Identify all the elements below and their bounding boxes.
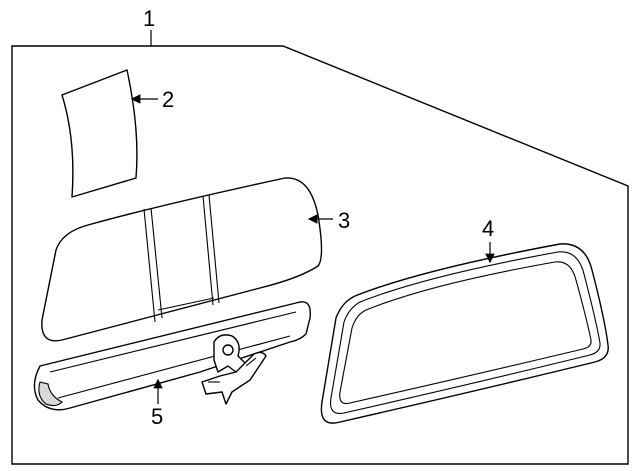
assembly-boundary [11, 45, 629, 465]
callout-3: 3 [338, 208, 350, 233]
callout-1: 1 [143, 6, 155, 31]
callout-4: 4 [482, 216, 494, 241]
part-4-window-seal [320, 243, 609, 424]
callout-5: 5 [151, 404, 163, 429]
part-3-back-window-glass [41, 177, 323, 342]
callout-2: 2 [162, 87, 174, 112]
part-2-glass-panel [61, 69, 138, 198]
part-5-channel-assembly [33, 301, 311, 411]
